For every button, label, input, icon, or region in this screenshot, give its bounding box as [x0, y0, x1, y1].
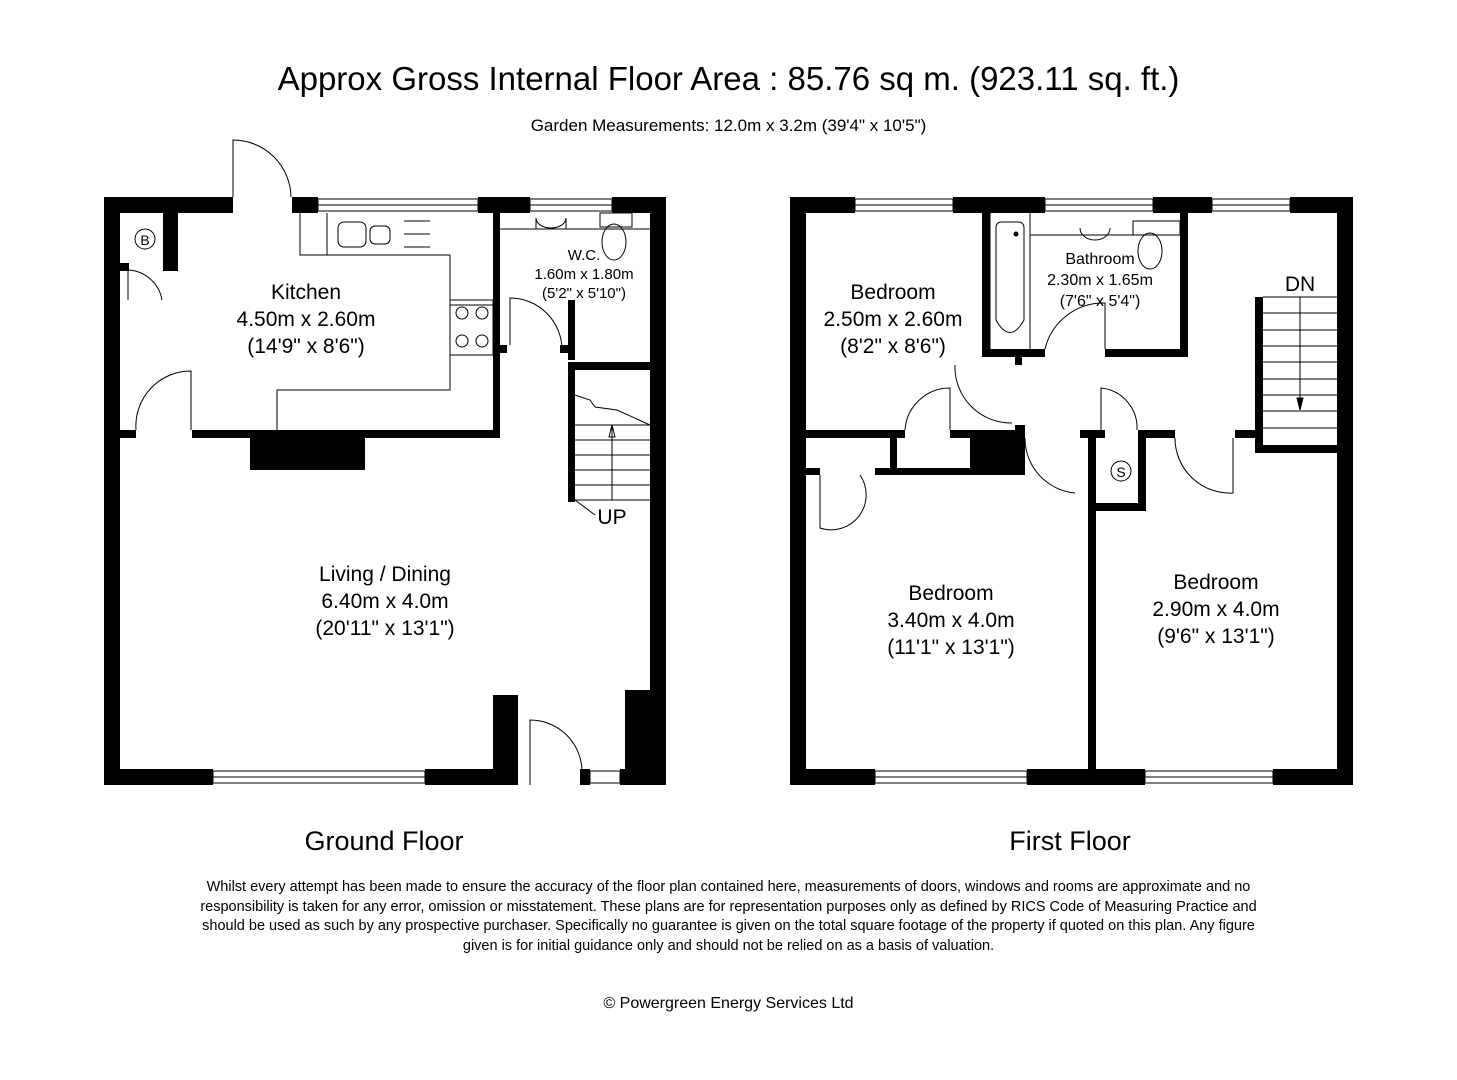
garden-measurements: Garden Measurements: 12.0m x 3.2m (39'4"…: [530, 116, 927, 135]
floor-area-title: Approx Gross Internal Floor Area : 85.76…: [277, 60, 1180, 97]
room-bedroom-2: Bedroom 3.40m x 4.0m (11'1" x 13'1"): [887, 582, 1015, 659]
ground-floor-walls: [104, 197, 666, 785]
room-bedroom-3: Bedroom 2.90m x 4.0m (9'6" x 13'1"): [1152, 571, 1280, 648]
room-bathroom: Bathroom 2.30m x 1.65m (7'6" x 5'4"): [1047, 251, 1153, 310]
room-bedroom-1: Bedroom 2.50m x 2.60m (8'2" x 8'6"): [823, 281, 963, 358]
first-floor-label: First Floor: [1009, 826, 1131, 856]
stairs-up-label: UP: [597, 506, 626, 529]
room-living-dining: Living / Dining 6.40m x 4.0m (20'11" x 1…: [315, 563, 455, 640]
ground-floor-label: Ground Floor: [304, 826, 464, 856]
ground-floor-fixtures: [127, 139, 651, 785]
first-floor-walls: [790, 197, 1353, 785]
storage-symbol: S: [1116, 464, 1125, 480]
room-wc: W.C. 1.60m x 1.80m (5'2" x 5'10"): [534, 247, 634, 302]
room-kitchen: Kitchen 4.50m x 2.60m (14'9" x 8'6"): [236, 281, 376, 358]
disclaimer-text: Whilst every attempt has been made to en…: [200, 879, 1257, 954]
copyright-text: © Powergreen Energy Services Ltd: [603, 995, 854, 1012]
stairs-down-label: DN: [1285, 273, 1315, 296]
first-floor-fixtures: [819, 198, 1337, 784]
boiler-symbol: B: [140, 232, 149, 248]
